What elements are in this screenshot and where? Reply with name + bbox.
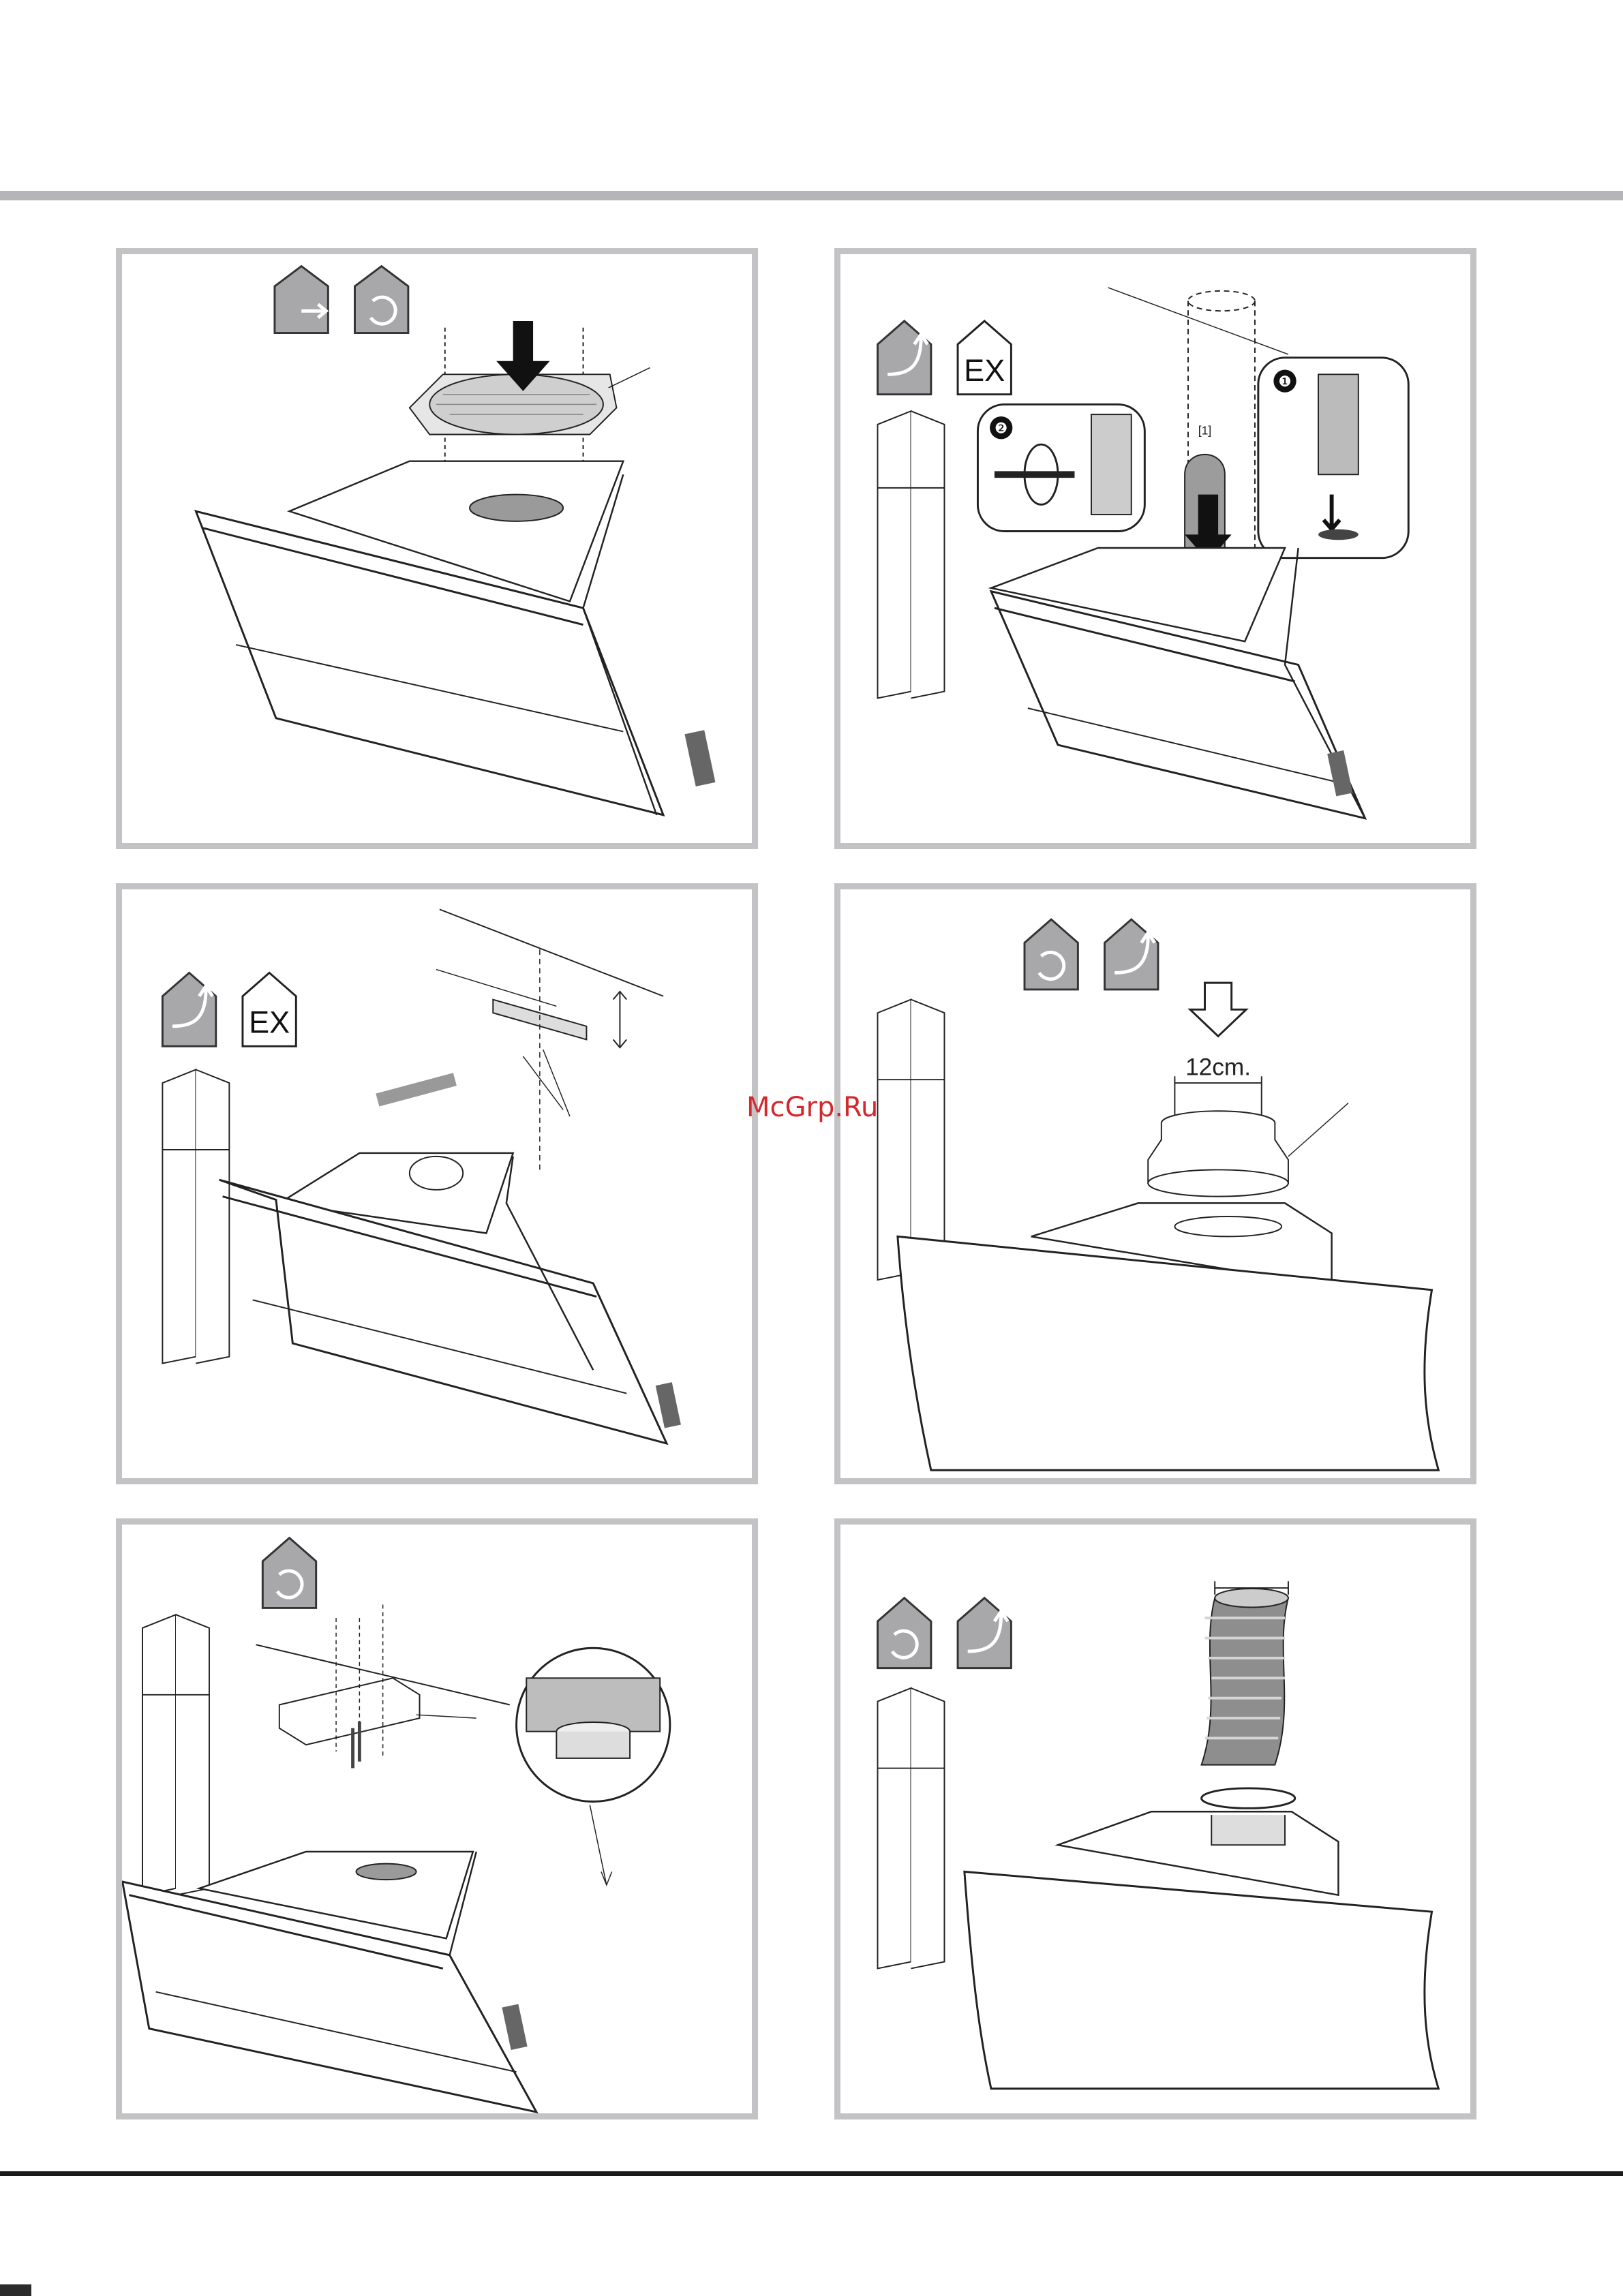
inset-screw-detail: ❷ — [977, 404, 1144, 531]
external-motor-icon: EX — [958, 321, 1011, 395]
svg-text:EX: EX — [964, 353, 1005, 388]
footer-marker — [0, 2284, 31, 2296]
ducted-exhaust-icon — [1105, 919, 1158, 990]
figure-panel-6 — [834, 1518, 1476, 2119]
recirculation-icon — [262, 1538, 316, 1608]
motor-plate-illustration — [122, 1525, 752, 2113]
cooker-hood — [898, 1203, 1438, 1470]
chimney-cover — [877, 411, 944, 698]
figure-panel-1 — [116, 248, 758, 849]
figure-panel-3: EX — [116, 883, 758, 1484]
chimney-cover — [877, 1688, 944, 1968]
figure-panel-2: EX ❷ [1] ❶ — [834, 248, 1476, 849]
chimney-cover — [162, 1069, 229, 1363]
cooker-hood — [219, 1153, 681, 1443]
footer-rule — [0, 2171, 1623, 2176]
mounting-plate — [256, 1605, 510, 1769]
diameter-dimension: 12cm. — [1174, 1054, 1261, 1116]
recirculation-icon — [1025, 919, 1078, 990]
down-arrow-icon — [1190, 983, 1246, 1036]
hood-filter-illustration — [122, 254, 752, 843]
adapter-ring — [1148, 1103, 1348, 1196]
figure-panel-4: 12cm. — [834, 883, 1476, 1484]
inset-duct-collar — [517, 1648, 670, 1885]
adapter-ring-illustration: 12cm. — [840, 889, 1470, 1478]
external-motor-icon: EX — [243, 973, 296, 1046]
step-1-label: ❶ — [1278, 373, 1291, 390]
chimney-cover — [142, 1614, 209, 1895]
recirculation-icon — [355, 266, 408, 333]
recirculation-icon — [877, 1598, 930, 1668]
ducted-exhaust-icon — [877, 321, 930, 395]
ducted-exhaust-icon — [162, 973, 215, 1046]
watermark-text: McGrp.Ru — [746, 1092, 878, 1123]
cooker-hood — [196, 461, 715, 815]
flexible-duct-illustration — [840, 1525, 1470, 2113]
diameter-label: 12cm. — [1185, 1054, 1251, 1080]
svg-text:EX: EX — [249, 1005, 290, 1040]
bracket-fixing-illustration: EX — [122, 889, 752, 1478]
cooker-hood — [991, 548, 1365, 818]
figure-panel-5 — [116, 1518, 758, 2119]
inset-flexible-duct: ❶ — [1258, 358, 1408, 558]
ducted-exhaust-icon — [958, 1598, 1011, 1668]
wall-bracket — [376, 909, 663, 1169]
cooker-hood — [965, 1811, 1439, 2089]
recirculation-conversion-icon — [275, 266, 328, 333]
step-2-label: ❷ — [995, 420, 1007, 437]
part-label-1: [1] — [1198, 423, 1212, 437]
header-rule — [0, 191, 1623, 200]
flexible-duct — [1202, 1581, 1295, 1808]
duct-connection-illustration: EX ❷ [1] ❶ — [840, 254, 1470, 843]
